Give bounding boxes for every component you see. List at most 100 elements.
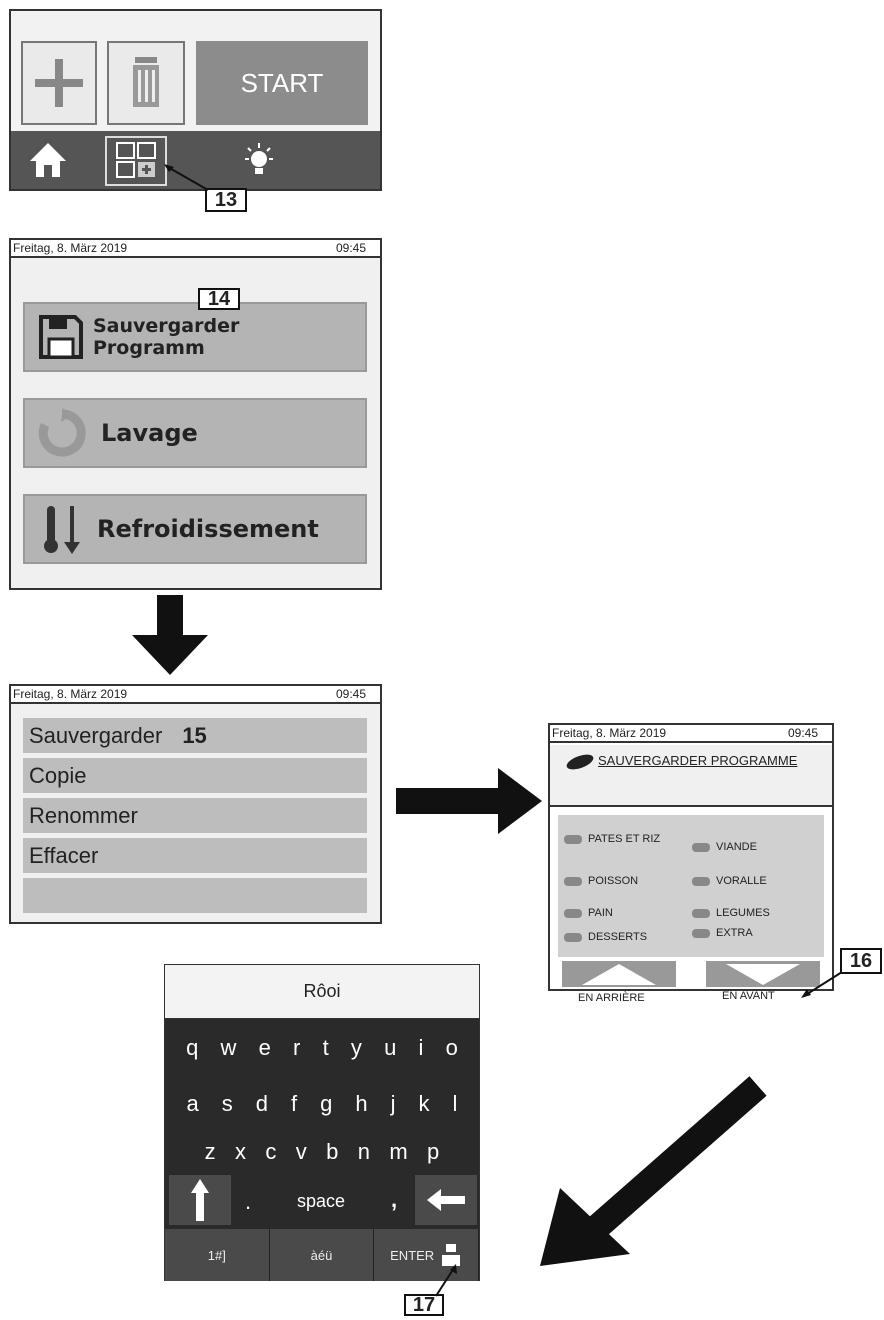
key-i[interactable]: i <box>418 1035 424 1060</box>
key-u[interactable]: u <box>384 1035 397 1060</box>
category-poisson[interactable]: POISSON <box>564 875 638 887</box>
menu-item-label: Effacer <box>29 842 99 868</box>
key-c[interactable]: c <box>265 1139 277 1164</box>
category-label: PATES ET RIZ <box>588 833 661 845</box>
callout-13-pointer <box>164 164 209 191</box>
category-label: LEGUMES <box>716 907 770 919</box>
pasta-icon <box>564 834 582 844</box>
key-f[interactable]: f <box>291 1091 298 1116</box>
key-dot[interactable]: . <box>245 1189 252 1214</box>
lavage-button[interactable]: Lavage <box>23 398 367 468</box>
callout-15: 15 <box>182 722 207 748</box>
backspace-key[interactable] <box>415 1175 477 1225</box>
space-key[interactable]: space <box>297 1191 346 1211</box>
key-g[interactable]: g <box>320 1091 333 1116</box>
back-button[interactable] <box>562 961 676 987</box>
menu-item-effacer[interactable]: Effacer <box>23 838 367 873</box>
key-m[interactable]: m <box>389 1139 408 1164</box>
key-n[interactable]: n <box>357 1139 370 1164</box>
category-extra[interactable]: EXTRA <box>692 927 753 939</box>
menu-item-sauvergarder[interactable]: Sauvergarder 15 <box>23 718 367 753</box>
key-a[interactable]: a <box>186 1091 199 1116</box>
key-d[interactable]: d <box>255 1091 268 1116</box>
forward-button[interactable] <box>706 961 820 987</box>
accents-key[interactable]: àéü <box>270 1229 375 1281</box>
menu-item-label: Copie <box>29 762 87 788</box>
forward-label: EN AVANT <box>722 990 775 1002</box>
home-icon[interactable] <box>27 139 69 181</box>
category-legumes[interactable]: LEGUMES <box>692 907 770 919</box>
menu-item-empty[interactable] <box>23 878 367 913</box>
menu-item-renommer[interactable]: Renommer <box>23 798 367 833</box>
name-input[interactable]: Rôoi <box>165 965 479 1019</box>
key-r[interactable]: r <box>293 1035 301 1060</box>
status-time: 09:45 <box>335 687 366 701</box>
status-bar: Freitag, 8. März 2019 09:45 <box>550 725 832 743</box>
category-voralle[interactable]: VORALLE <box>692 875 767 887</box>
key-s[interactable]: s <box>221 1091 233 1116</box>
flow-arrow-down-left <box>540 1076 767 1266</box>
wash-cycle-icon <box>38 408 86 457</box>
symbols-key[interactable]: 1#] <box>165 1229 270 1281</box>
key-v[interactable]: v <box>295 1139 307 1164</box>
save-program-button[interactable]: Sauvergarder Programm <box>23 302 367 372</box>
key-comma[interactable]: , <box>391 1187 398 1212</box>
programs-grid-button[interactable] <box>105 136 167 186</box>
add-button[interactable] <box>21 41 97 125</box>
status-date: Freitag, 8. März 2019 <box>13 241 128 255</box>
category-desserts[interactable]: DESSERTS <box>564 931 647 943</box>
delete-button[interactable] <box>107 41 185 125</box>
key-j[interactable]: j <box>390 1091 396 1116</box>
key-t[interactable]: t <box>322 1035 329 1060</box>
key-p[interactable]: p <box>427 1139 440 1164</box>
keyboard-row-3: z x c v b n m p <box>165 1139 479 1165</box>
key-o[interactable]: o <box>445 1035 458 1060</box>
extra-icon <box>692 928 710 938</box>
category-pates-riz[interactable]: PATES ET RIZ <box>564 833 660 845</box>
enter-key[interactable]: ENTER <box>374 1229 480 1281</box>
toolbar-panel: START <box>9 9 382 191</box>
category-label: VORALLE <box>716 875 767 887</box>
category-label: DESSERTS <box>588 931 648 943</box>
key-l[interactable]: l <box>452 1091 458 1116</box>
key-q[interactable]: q <box>186 1035 199 1060</box>
key-x[interactable]: x <box>235 1139 247 1164</box>
main-menu-screen: Freitag, 8. März 2019 09:45 Sauvergarder… <box>9 238 382 590</box>
callout-13: 13 <box>205 188 247 212</box>
key-b[interactable]: b <box>326 1139 339 1164</box>
up-arrow-icon <box>582 964 656 985</box>
refroidissement-label: Refroidissement <box>97 515 319 543</box>
keyboard-row-2: a s d f g h j k l <box>165 1091 479 1117</box>
key-y[interactable]: y <box>350 1035 362 1060</box>
menu-item-copie[interactable]: Copie <box>23 758 367 793</box>
plus-icon <box>35 59 83 107</box>
menu-item-label: Renommer <box>29 802 138 828</box>
grid-add-icon <box>116 142 156 178</box>
poultry-icon <box>692 876 710 886</box>
key-w[interactable]: w <box>220 1035 237 1060</box>
save-program-label-2: Programm <box>93 337 205 359</box>
thermometer-down-icon <box>44 506 80 554</box>
refroidissement-button[interactable]: Refroidissement <box>23 494 367 564</box>
menu-item-label: Sauvergarder <box>29 722 163 748</box>
keyboard-bottom-row: 1#] àéü ENTER <box>165 1229 480 1281</box>
key-e[interactable]: e <box>258 1035 271 1060</box>
start-button[interactable]: START <box>196 41 368 125</box>
key-h[interactable]: h <box>355 1091 368 1116</box>
callout-16-pointer <box>801 971 843 998</box>
down-arrow-icon <box>726 964 800 985</box>
shift-key[interactable] <box>169 1175 231 1225</box>
category-viande[interactable]: VIANDE <box>692 841 757 853</box>
category-pain[interactable]: PAIN <box>564 907 613 919</box>
key-k[interactable]: k <box>418 1091 430 1116</box>
shift-arrow-icon <box>191 1179 209 1221</box>
callout-17: 17 <box>404 1294 444 1316</box>
save-icon <box>442 1244 461 1266</box>
save-program-label-1: Sauvergarder <box>93 315 240 337</box>
category-grid: PATES ET RIZ VIANDE POISSON VORALLE PAIN… <box>558 815 824 957</box>
meat-icon <box>692 842 710 852</box>
callout-16: 16 <box>840 948 882 974</box>
fish-icon <box>564 876 582 886</box>
key-z[interactable]: z <box>204 1139 216 1164</box>
light-icon[interactable] <box>239 141 279 181</box>
